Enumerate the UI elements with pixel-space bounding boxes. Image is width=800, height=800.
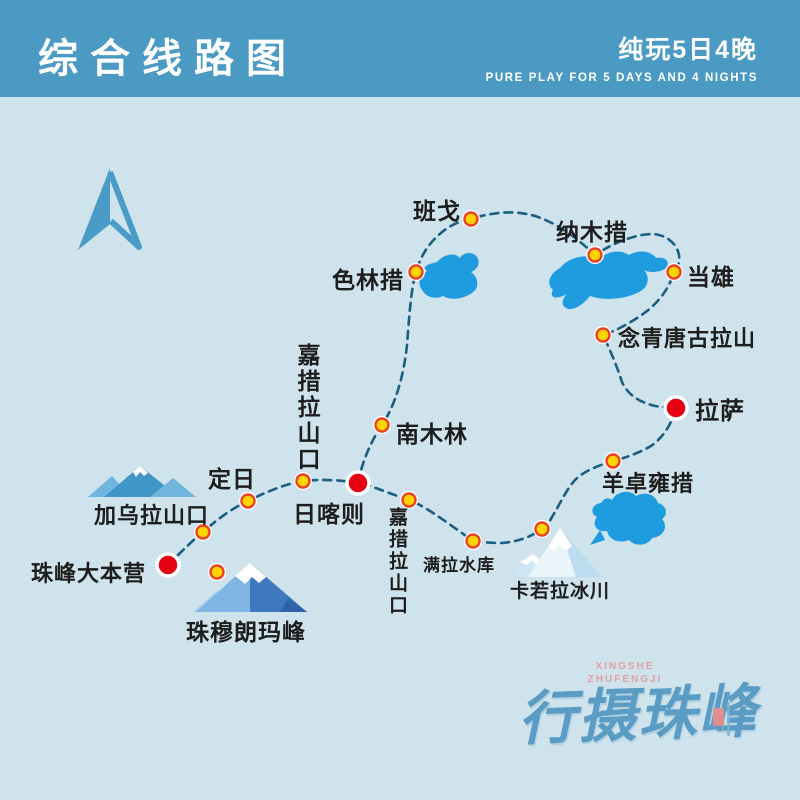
station-markers bbox=[155, 395, 689, 578]
place-label-dangxiong: 当雄 bbox=[687, 264, 735, 290]
lake-namucuo bbox=[549, 251, 668, 310]
brand-logo: XINGSHE ZHUFENGJI 行摄珠峰 bbox=[505, 652, 785, 772]
brand-logo-pinyin: XINGSHE ZHUFENGJI bbox=[565, 660, 685, 686]
station-lasa bbox=[663, 395, 689, 421]
mountain-zhumulangmafeng-icon bbox=[193, 563, 307, 612]
place-label-bange: 班戈 bbox=[413, 198, 461, 224]
trip-duration-cn: 纯玩5日4晚 bbox=[618, 36, 758, 64]
waypoint-markers bbox=[194, 210, 683, 581]
brand-logo-pinyin-line2: ZHUFENGJI bbox=[587, 674, 663, 685]
brand-logo-pinyin-line1: XINGSHE bbox=[595, 661, 655, 672]
lake-yangzhuoyongcuo bbox=[590, 491, 666, 545]
place-label-zhufengdabenying: 珠峰大本营 bbox=[31, 561, 147, 586]
place-label-rikaze: 日喀则 bbox=[293, 501, 365, 527]
place-label-karuolabingchuan: 卡若拉冰川 bbox=[510, 581, 611, 602]
header-bar: 综合线路图 纯玩5日4晚 PURE PLAY FOR 5 DAYS AND 4 … bbox=[0, 0, 800, 97]
place-label-zhumulangmafeng: 珠穆朗玛峰 bbox=[186, 619, 306, 645]
place-label-nianqingtanggula: 念青唐古拉山 bbox=[618, 326, 757, 351]
place-label-nanmulin: 南木林 bbox=[396, 421, 468, 447]
place-label-jiacuolashankou-north: 嘉措拉山口 bbox=[294, 343, 320, 473]
page-title: 综合线路图 bbox=[38, 37, 298, 81]
header-subtitle-block: 纯玩5日4晚 PURE PLAY FOR 5 DAYS AND 4 NIGHTS bbox=[486, 30, 758, 84]
place-label-dingri: 定日 bbox=[208, 466, 256, 492]
seal-stamp-icon bbox=[713, 708, 724, 726]
north-arrow-icon bbox=[78, 168, 142, 250]
route-path-loop bbox=[356, 211, 681, 545]
trip-duration-en: PURE PLAY FOR 5 DAYS AND 4 NIGHTS bbox=[485, 72, 758, 84]
glacier-karuola-icon bbox=[512, 528, 602, 577]
lake-selincuo bbox=[419, 252, 479, 299]
place-label-jiacuolashankou-south: 嘉措拉山口 bbox=[386, 507, 407, 617]
place-label-selincuo: 色林措 bbox=[332, 267, 404, 293]
place-label-yangzhuoyongcuo: 羊卓雍措 bbox=[602, 471, 695, 496]
station-rikaze bbox=[345, 470, 371, 496]
place-label-jiawulashankou: 加乌拉山口 bbox=[94, 503, 210, 528]
place-label-manlashuiku: 满拉水库 bbox=[423, 556, 495, 575]
station-zhufengdabenying bbox=[155, 552, 181, 578]
seal-side-mark-icon bbox=[727, 702, 730, 736]
mountain-jiawulashankou-icon bbox=[88, 466, 196, 497]
place-label-namucuo: 纳木措 bbox=[556, 219, 628, 245]
place-label-lasa: 拉萨 bbox=[695, 398, 745, 425]
